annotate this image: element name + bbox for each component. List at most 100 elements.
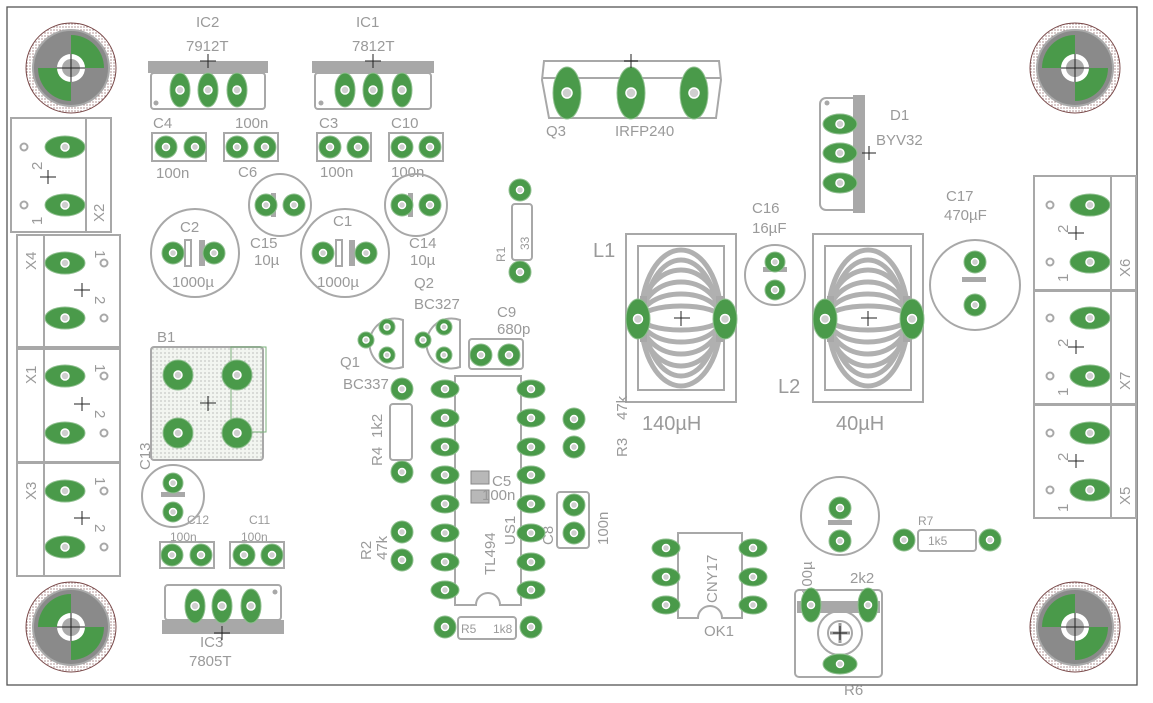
regulator-ic1[interactable]: IC1 7812T: [312, 14, 434, 110]
pin-label: 2: [1055, 453, 1072, 461]
ic2-value: 7912T: [186, 38, 229, 55]
pin-label: 1: [91, 250, 108, 258]
capacitor-c12[interactable]: C12 100n: [159, 513, 215, 569]
resistor-r1[interactable]: 33 R1: [494, 178, 533, 284]
capacitor-c2[interactable]: C2 1000µ: [150, 208, 240, 298]
ic1-value: 7812T: [352, 38, 395, 55]
ic-us1-tl494[interactable]: TL494 US1: [430, 375, 546, 606]
c10-name: C10: [391, 115, 419, 132]
resistor-r4[interactable]: R4 1k2: [369, 377, 414, 484]
mosfet-q3[interactable]: Q3 IRFP240: [540, 60, 723, 140]
capacitor-c10[interactable]: C10 100n: [388, 115, 444, 181]
capacitor-c4[interactable]: C4 100n: [151, 115, 207, 182]
c2-value: 1000µ: [172, 274, 214, 291]
l1-value: 140µH: [642, 413, 701, 435]
regulator-ic3[interactable]: IC3 7805T: [162, 584, 284, 670]
terminal-x2-label: X2: [91, 204, 108, 222]
terminal-x6[interactable]: X6 2 1: [1033, 175, 1137, 291]
c8-value: 100n: [595, 512, 612, 545]
ok1-value: CNY17: [704, 555, 721, 603]
transistor-q1[interactable]: Q1 BC337: [340, 317, 404, 394]
c13-name: C13: [137, 442, 154, 470]
us1-pins-right: [516, 379, 546, 600]
capacitor-c16[interactable]: C16 16µF: [744, 200, 806, 306]
c6-name: C6: [238, 164, 257, 181]
transistor-q2[interactable]: Q2 BC327: [414, 275, 461, 370]
terminal-x1-label: X1: [23, 366, 40, 384]
r6-name: R6: [844, 682, 863, 699]
c16-value: 16µF: [752, 220, 787, 237]
ic3-name: IC3: [200, 634, 223, 651]
pin-label: 1: [91, 364, 108, 372]
r5-name: R5: [461, 622, 477, 636]
terminal-x1[interactable]: X1 1 2: [16, 348, 121, 463]
q3-name: Q3: [546, 123, 566, 140]
l2-value: 40µH: [836, 413, 884, 435]
c15-name: C15: [250, 235, 278, 252]
pin-label: 2: [91, 410, 108, 418]
q1-name: Q1: [340, 354, 360, 371]
c9-name: C9: [497, 304, 516, 321]
c3-value: 100n: [320, 164, 353, 181]
terminal-x2[interactable]: X2 2 1: [10, 117, 112, 233]
c6-value: 100n: [235, 115, 268, 132]
optocoupler-ok1[interactable]: CNY17 OK1: [651, 532, 768, 640]
c11-value: 100n: [241, 530, 268, 544]
capacitor-c11[interactable]: C11 100n: [229, 513, 285, 569]
ic1-name: IC1: [356, 14, 379, 31]
c2-name: C2: [180, 219, 199, 236]
inductor-l2[interactable]: L2 40µH: [778, 233, 925, 435]
resistor-r2[interactable]: R2 47k: [358, 520, 414, 572]
capacitor-c5-smd[interactable]: C5 100n: [470, 470, 515, 504]
r3-value: 47k: [614, 395, 631, 420]
r4-name: R4: [369, 447, 386, 466]
pin-label: 2: [1055, 339, 1072, 347]
c11-name: C11: [249, 513, 270, 527]
c16-name: C16: [752, 200, 780, 217]
capacitor-c14[interactable]: C14 10µ: [384, 173, 448, 269]
c3-name: C3: [319, 115, 338, 132]
c15-value: 10µ: [254, 252, 280, 269]
resistor-r5[interactable]: R5 1k8: [433, 615, 543, 640]
capacitor-c8[interactable]: C8 100n: [540, 491, 612, 549]
pin-label: 2: [1055, 225, 1072, 233]
capacitor-c17[interactable]: C17 470µF: [929, 188, 1021, 331]
regulator-ic2[interactable]: IC2 7912T: [148, 14, 268, 110]
diode-d1[interactable]: D1 BYV32: [819, 95, 923, 213]
q2-value: BC327: [414, 296, 460, 313]
terminal-x4-label: X4: [23, 252, 40, 270]
terminal-x7[interactable]: X7 2 1: [1033, 290, 1137, 405]
c17-name: C17: [946, 188, 974, 205]
r5-value: 1k8: [493, 622, 513, 636]
capacitor-c15[interactable]: C15 10µ: [248, 173, 312, 269]
mounting-hole-top-left: [25, 22, 117, 114]
capacitor-c3[interactable]: C3 100n: [316, 115, 372, 181]
capacitor-c6[interactable]: 100n C6: [223, 115, 279, 181]
terminal-x5[interactable]: X5 2 1: [1033, 404, 1137, 519]
terminal-x4[interactable]: X4 1 2: [16, 234, 121, 348]
terminal-x5-label: X5: [1117, 487, 1134, 505]
trimmer-r6[interactable]: R6 2k2: [794, 570, 883, 699]
terminal-x3[interactable]: X3 1 2: [16, 462, 121, 577]
d1-value: BYV32: [876, 132, 923, 149]
resistor-r3[interactable]: R3 47k: [562, 395, 631, 459]
capacitor-c7[interactable]: 100µ: [799, 476, 880, 595]
c14-name: C14: [409, 235, 437, 252]
capacitor-c1[interactable]: C1 1000µ: [300, 208, 390, 298]
mounting-hole-top-right: [1029, 22, 1121, 114]
pin-label: 1: [1055, 388, 1072, 396]
r6-value: 2k2: [850, 570, 874, 587]
c4-name: C4: [153, 115, 172, 132]
pin-label: 1: [29, 217, 46, 225]
capacitor-c9[interactable]: C9 680p: [468, 304, 530, 370]
l2-name: L2: [778, 376, 800, 398]
resistor-r7[interactable]: R7 1k5: [892, 514, 1002, 552]
us1-value: TL494: [482, 532, 499, 575]
ic3-value: 7805T: [189, 653, 232, 670]
q2-name: Q2: [414, 275, 434, 292]
r2-value: 47k: [374, 535, 391, 560]
bridge-rectifier-b1[interactable]: B1: [150, 329, 267, 461]
inductor-l1[interactable]: L1 140µH: [593, 233, 738, 435]
capacitor-c13[interactable]: C13: [137, 442, 205, 528]
